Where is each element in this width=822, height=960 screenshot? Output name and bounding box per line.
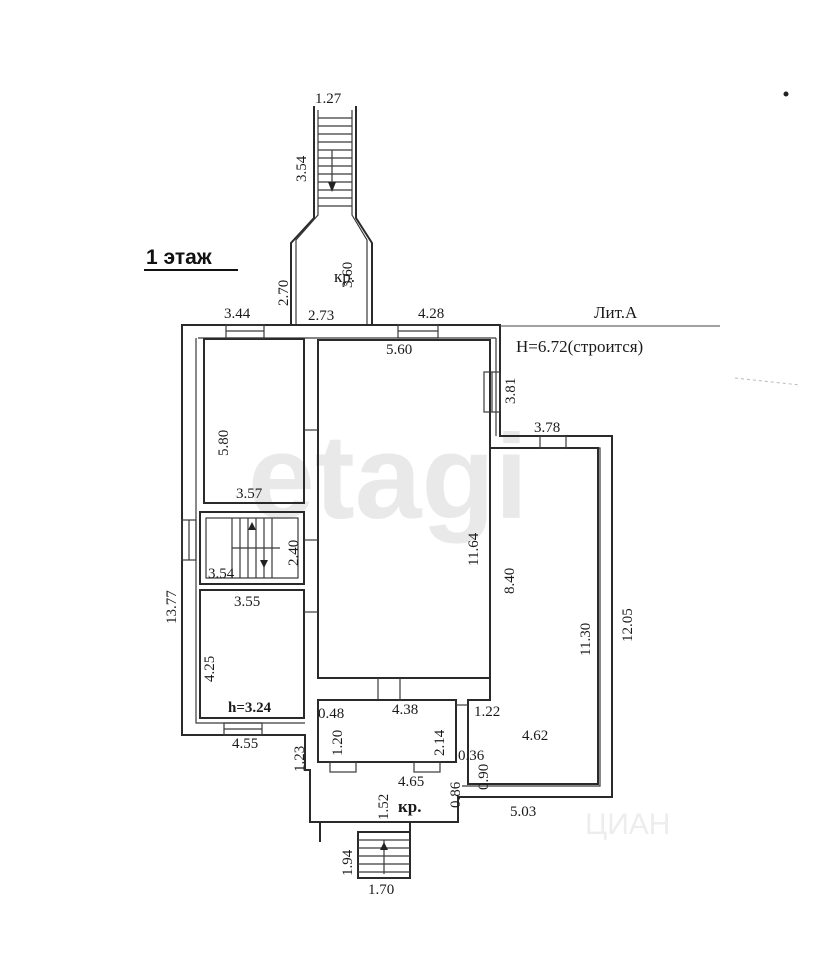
stair-room <box>199 511 305 585</box>
bottom-porch <box>310 821 411 879</box>
dim-porch-side: 2.70 <box>276 280 292 306</box>
dim-vestibule-width: 4.38 <box>392 702 418 718</box>
scan-noise <box>734 377 801 386</box>
dim-porch-bottom-width: 4.65 <box>398 774 424 790</box>
building-name: Лит.А <box>594 303 638 322</box>
room-bottom-left <box>199 589 305 719</box>
label-porch-top: кр. <box>334 267 355 286</box>
dim-vestibule-right: 2.14 <box>432 729 448 756</box>
dim-room3-height: 4.25 <box>202 656 218 682</box>
dim-hall-right: 8.40 <box>502 568 518 594</box>
dim-stair-width: 3.54 <box>208 566 235 582</box>
building-height-note: H=6.72(строится) <box>516 337 643 356</box>
dim-wing-height: 11.30 <box>578 623 594 656</box>
dim-wing-outer: 12.05 <box>620 608 636 642</box>
dim-left-total: 13.77 <box>164 590 180 624</box>
dim-hall-top: 5.60 <box>386 342 412 358</box>
wall-openings <box>181 324 567 773</box>
room-top-left <box>203 338 305 504</box>
dim-stair-height: 2.40 <box>286 540 302 566</box>
dim-top-mid: 2.73 <box>308 308 334 324</box>
dim-porch-length: 3.60 <box>340 262 356 288</box>
speck-mark <box>783 91 789 97</box>
dim-right-wing-top: 3.78 <box>534 420 560 436</box>
dim-wing-bottom: 5.03 <box>510 804 536 820</box>
dim-small-1: 0.36 <box>458 748 485 764</box>
dim-hall-height: 11.64 <box>466 532 482 566</box>
watermark: etagi <box>248 410 528 544</box>
dim-vestibule-height: 1.20 <box>330 730 346 756</box>
dim-wing-width: 4.62 <box>522 728 548 744</box>
dim-vestibule-left: 0.48 <box>318 706 344 722</box>
watermark-small: ЦИАН <box>585 808 670 841</box>
dim-bottom-left: 4.55 <box>232 736 258 752</box>
dim-top-left: 3.44 <box>224 306 251 322</box>
dim-porch-stair-length: 3.54 <box>294 155 310 182</box>
dim-room1-width: 3.57 <box>236 486 263 502</box>
dim-porch-bottom-stair-length: 1.94 <box>340 849 356 876</box>
dim-porch-top-width: 1.27 <box>315 91 342 107</box>
dim-porch-bottom-left: 1.23 <box>292 746 308 772</box>
dim-room1-height: 5.80 <box>216 430 232 456</box>
dim-small-2: 0.90 <box>476 764 492 790</box>
room-right-wing <box>467 447 599 785</box>
top-porch <box>290 106 373 325</box>
dim-step-right: 3.81 <box>503 378 519 404</box>
room-vestibule <box>317 699 457 763</box>
dim-room3-width: 3.55 <box>234 594 260 610</box>
dim-porch-bottom-stair-width: 1.70 <box>368 882 394 898</box>
label-porch-bottom: кр. <box>398 797 422 816</box>
room3-ceiling-height: h=3.24 <box>228 700 272 716</box>
dim-wing-step: 1.22 <box>474 704 500 720</box>
dim-porch-bottom-depth: 1.52 <box>376 794 392 820</box>
dim-top-right: 4.28 <box>418 306 444 322</box>
floor-title: 1 этаж <box>146 246 213 269</box>
dim-porch-bottom-side: 0.86 <box>448 781 464 808</box>
